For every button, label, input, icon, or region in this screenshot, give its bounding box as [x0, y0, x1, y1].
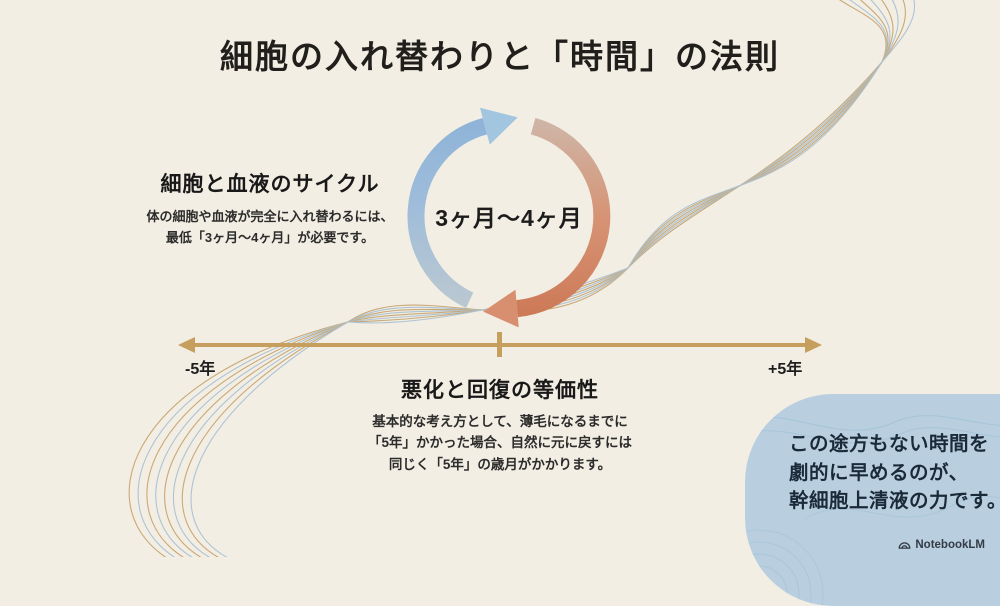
callout-text: この途方もない時間を 劇的に早めるのが、 幹細胞上清液の力です。 — [745, 394, 1000, 516]
notebooklm-wordmark: NotebookLM — [915, 538, 985, 551]
timeline-left-arrowhead-icon — [178, 337, 195, 353]
callout-line-1: この途方もない時間を — [789, 433, 990, 455]
notebooklm-watermark: NotebookLM — [898, 538, 985, 551]
section-equivalence: 悪化と回復の等価性 基本的な考え方として、薄毛になるまでに 「5年」かかった場合… — [330, 374, 670, 475]
cell-cycle-body-line-2: 最低「3ヶ月〜4ヶ月」が必要です。 — [165, 230, 375, 246]
callout-line-3: 幹細胞上清液の力です。 — [789, 490, 1000, 512]
timeline-right-arrowhead-icon — [805, 337, 822, 353]
cell-cycle-heading: 細胞と血液のサイクル — [160, 173, 380, 196]
cell-cycle-body: 体の細胞や血液が完全に入れ替わるには、 最低「3ヶ月〜4ヶ月」が必要です。 — [130, 206, 410, 248]
equivalence-body-line-3: 同じく「5年」の歳月がかかります。 — [388, 456, 612, 472]
callout-card: この途方もない時間を 劇的に早めるのが、 幹細胞上清液の力です。 — [745, 394, 1000, 606]
equivalence-body: 基本的な考え方として、薄毛になるまでに 「5年」かかった場合、自然に元に戻すには… — [330, 411, 670, 475]
equivalence-body-line-2: 「5年」かかった場合、自然に元に戻すには — [367, 435, 632, 451]
timeline-center-tick — [497, 332, 502, 357]
timeline-left-label: -5年 — [185, 361, 216, 378]
timeline-axis: -5年 +5年 — [0, 330, 1000, 390]
page-title: 細胞の入れ替わりと「時間」の法則 — [220, 40, 780, 76]
equivalence-body-line-1: 基本的な考え方として、薄毛になるまでに — [372, 414, 628, 429]
callout-line-2: 劇的に早めるのが、 — [789, 461, 969, 484]
equivalence-heading: 悪化と回復の等価性 — [401, 379, 599, 402]
cell-cycle-body-line-1: 体の細胞や血液が完全に入れ替わるには、 — [146, 209, 394, 224]
cycle-arrows-icon — [407, 107, 611, 327]
cycle-duration-label: 3ヶ月〜4ヶ月 — [435, 205, 583, 231]
cycle-diagram: 3ヶ月〜4ヶ月 — [398, 105, 620, 327]
section-cell-cycle: 細胞と血液のサイクル 体の細胞や血液が完全に入れ替わるには、 最低「3ヶ月〜4ヶ… — [130, 168, 410, 248]
notebooklm-logo-icon — [898, 542, 911, 549]
timeline-right-label: +5年 — [768, 361, 803, 378]
